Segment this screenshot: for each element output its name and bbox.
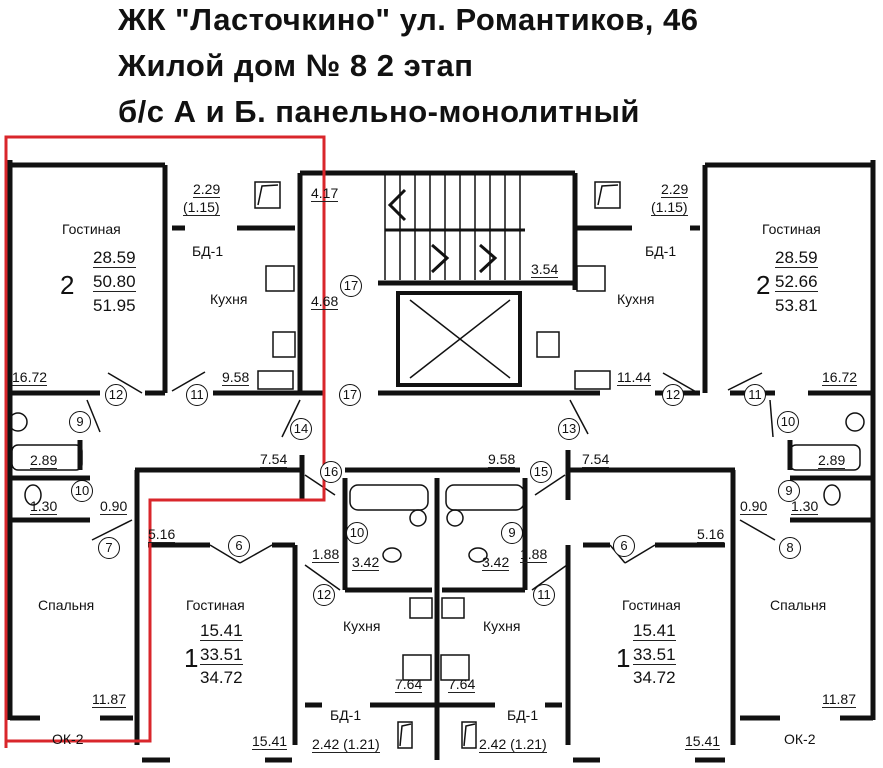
door-marker: 10 — [346, 522, 368, 544]
room-label: Гостиная — [622, 597, 681, 613]
room-label: Кухня — [483, 618, 521, 634]
total-area: 52.66 — [775, 272, 818, 292]
living-area: 15.41 — [200, 621, 243, 641]
landing-area: 3.54 — [531, 261, 559, 278]
wc-area: 1.30 — [30, 498, 58, 515]
door-marker: 10 — [71, 480, 93, 502]
door-marker: 15 — [530, 461, 552, 483]
door-marker: 14 — [290, 418, 312, 440]
door-marker: 9 — [778, 480, 800, 502]
door-marker: 10 — [777, 411, 799, 433]
room-label: Спальня — [770, 597, 827, 613]
room-label: Кухня — [617, 291, 655, 307]
bedroom-area: 11.87 — [92, 691, 126, 708]
lobby-area: 4.68 — [311, 293, 339, 310]
hall-area: 7.54 — [260, 451, 288, 468]
door-marker: 16 — [320, 461, 342, 483]
door-marker: 13 — [558, 418, 580, 440]
room-area: 16.72 — [12, 369, 48, 386]
door-marker: 9 — [501, 522, 523, 544]
bath-area: 2.89 — [30, 452, 58, 469]
door-marker: 11 — [186, 384, 208, 406]
room-area: 15.41 — [685, 733, 721, 750]
wc-area: 1.88 — [312, 546, 340, 563]
hall-area: 7.54 — [582, 451, 610, 468]
corridor-area: 9.58 — [488, 451, 516, 468]
balcony-area: 2.42 (1.21) — [312, 736, 380, 753]
bath-area: 3.42 — [352, 554, 380, 571]
wc-area: 1.30 — [791, 498, 819, 515]
kitchen-area: 11.44 — [617, 369, 651, 386]
title-complex: ЖК "Ласточкино" ул. Романтиков, 46 — [118, 2, 699, 37]
door-marker: 17 — [339, 384, 361, 406]
total-with-balcony: 53.81 — [775, 296, 818, 315]
closet-area: 0.90 — [100, 498, 128, 515]
door-marker: 17 — [340, 275, 362, 297]
rooms-count: 2 — [60, 270, 75, 300]
total-area: 33.51 — [200, 645, 243, 665]
closet-area: 0.90 — [740, 498, 768, 515]
balcony-area: 2.29 — [193, 181, 221, 198]
window-label: ОК-2 — [784, 731, 816, 747]
living-area: 28.59 — [93, 248, 136, 268]
balcony-area: 2.42 (1.21) — [479, 736, 547, 753]
room-label: Гостиная — [62, 221, 121, 237]
balcony-area: 2.29 — [661, 181, 689, 198]
room-label: Гостиная — [186, 597, 245, 613]
room-area: 15.41 — [252, 733, 288, 750]
balcony-reduced: (1.15) — [183, 199, 220, 216]
total-with-balcony: 34.72 — [200, 668, 243, 687]
title-building: Жилой дом № 8 2 этап — [118, 48, 474, 83]
total-area: 50.80 — [93, 272, 136, 292]
balcony-door: БД-1 — [507, 707, 539, 723]
door-marker: 7 — [98, 537, 120, 559]
kitchen-area: 7.64 — [448, 676, 476, 693]
title-section: б/с А и Б. панельно-монолитный — [118, 94, 640, 129]
door-marker: 11 — [744, 384, 766, 406]
kitchen-area: 9.58 — [222, 369, 250, 386]
living-area: 15.41 — [633, 621, 676, 641]
rooms-count: 1 — [616, 643, 631, 673]
door-marker: 12 — [105, 384, 127, 406]
balcony-door: БД-1 — [330, 707, 362, 723]
door-marker: 11 — [533, 584, 555, 606]
room-label: Кухня — [210, 291, 248, 307]
living-area: 28.59 — [775, 248, 818, 268]
highlighted-apartment-outline — [4, 135, 326, 748]
total-with-balcony: 34.72 — [633, 668, 676, 687]
room-label: Кухня — [343, 618, 381, 634]
balcony-reduced: (1.15) — [651, 199, 688, 216]
door-marker: 9 — [69, 411, 91, 433]
rooms-count: 1 — [184, 643, 199, 673]
bath-area: 3.42 — [482, 554, 510, 571]
room-label: Спальня — [38, 597, 95, 613]
total-area: 33.51 — [633, 645, 676, 665]
rooms-count: 2 — [756, 270, 771, 300]
door-marker: 8 — [779, 537, 801, 559]
wc-area: 1.88 — [520, 546, 548, 563]
hall-area: 5.16 — [697, 526, 725, 543]
stair-area: 4.17 — [311, 185, 339, 202]
door-marker: 6 — [613, 535, 635, 557]
door-marker: 12 — [313, 584, 335, 606]
balcony-door: БД-1 — [192, 243, 224, 259]
door-marker: 12 — [662, 384, 684, 406]
room-label: Гостиная — [762, 221, 821, 237]
door-marker: 6 — [228, 535, 250, 557]
room-area: 16.72 — [822, 369, 858, 386]
total-with-balcony: 51.95 — [93, 296, 136, 315]
balcony-door: БД-1 — [645, 243, 677, 259]
hall-area: 5.16 — [148, 526, 176, 543]
bath-area: 2.89 — [818, 452, 846, 469]
window-label: ОК-2 — [52, 731, 84, 747]
bedroom-area: 11.87 — [822, 691, 856, 708]
kitchen-area: 7.64 — [395, 676, 423, 693]
